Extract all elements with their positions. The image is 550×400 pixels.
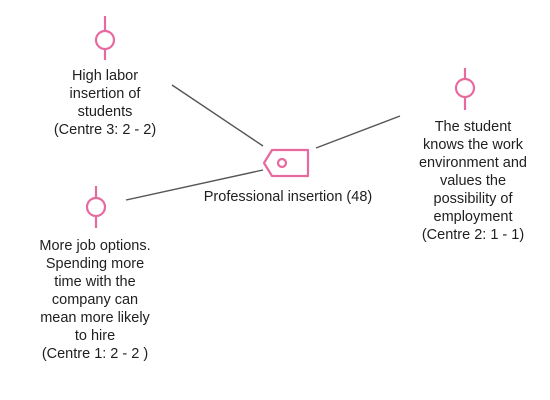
tag-icon[interactable] [262,148,310,178]
code-node-icon-centre-1[interactable] [85,186,107,228]
code-node-icon-centre-2[interactable] [454,68,476,110]
connector-hub-centre-1 [125,169,264,201]
hub-label: Professional insertion (48) [203,189,373,205]
connector-hub-centre-3 [171,84,264,147]
code-node-icon-centre-3[interactable] [94,16,116,60]
connector-hub-centre-2 [315,115,401,149]
node-label-centre-2: The student knows the work environment a… [418,119,527,243]
node-label-centre-1: More job options. Spending more time wit… [39,238,151,362]
node-label-centre-3: High labor insertion of students (Centre… [53,68,157,138]
